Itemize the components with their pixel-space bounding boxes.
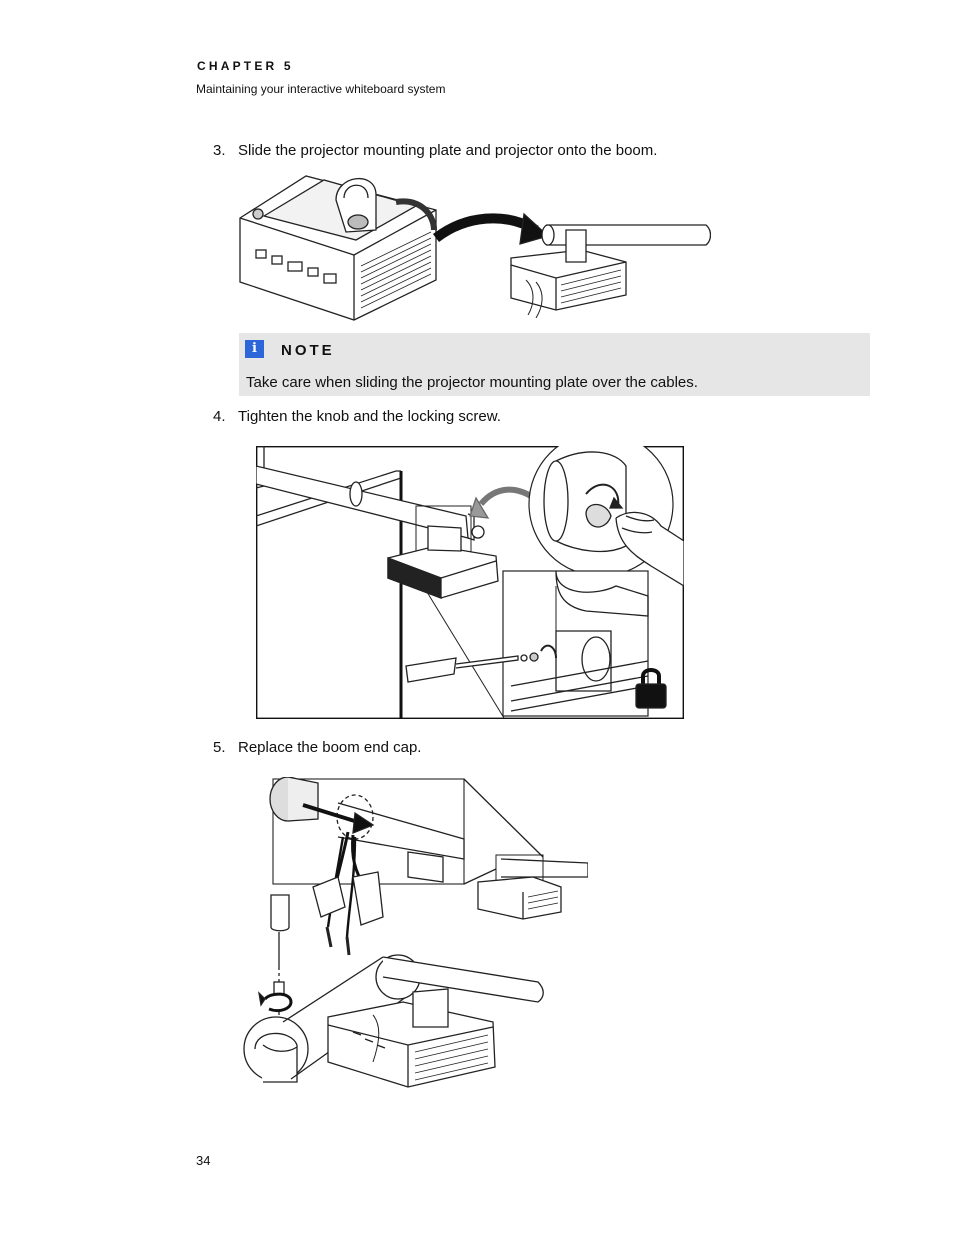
step-number: 4. [213, 408, 226, 425]
step-text: Replace the boom end cap. [238, 739, 422, 756]
step-number: 3. [213, 142, 226, 159]
step-3: 3. Slide the projector mounting plate and… [213, 142, 657, 159]
note-text: Take care when sliding the projector mou… [246, 374, 698, 391]
note-title: NOTE [281, 342, 335, 359]
figure-slide-projector-onto-boom [236, 170, 711, 325]
step-text: Tighten the knob and the locking screw. [238, 408, 501, 425]
step-4: 4. Tighten the knob and the locking screw… [213, 408, 501, 425]
page-number: 34 [196, 1153, 211, 1168]
step-number: 5. [213, 739, 226, 756]
chapter-label: CHAPTER 5 [197, 59, 294, 73]
chapter-subtitle: Maintaining your interactive whiteboard … [196, 82, 446, 96]
lock-icon [635, 668, 667, 709]
figure-replace-boom-end-cap [243, 777, 588, 1092]
note-box: i NOTE Take care when sliding the projec… [239, 333, 870, 396]
step-text: Slide the projector mounting plate and p… [238, 142, 658, 159]
figure-tighten-knob-and-screw [256, 446, 684, 719]
info-icon: i [245, 340, 264, 358]
step-5: 5. Replace the boom end cap. [213, 739, 421, 756]
